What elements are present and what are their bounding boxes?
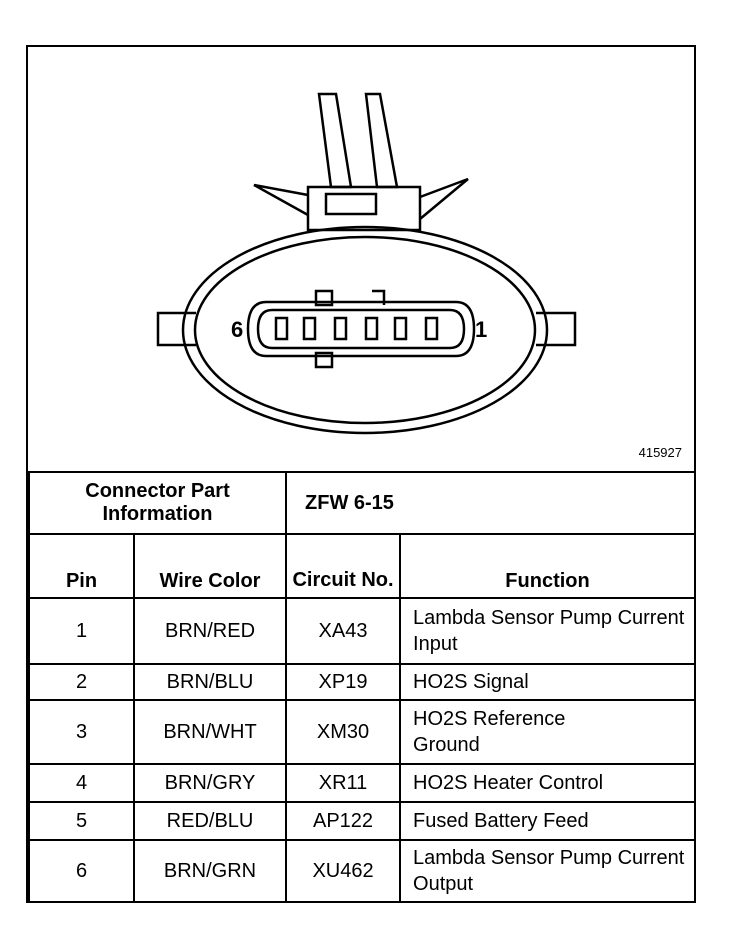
connector-outer-shell — [181, 225, 549, 435]
connector-face-drawing: 6 1 — [156, 92, 577, 435]
circuit-no-cell: XA43 — [285, 597, 402, 665]
connector-pinout-table: Connector Part Information ZFW 6-15 Pin … — [27, 471, 697, 903]
key-tab-top — [314, 289, 334, 307]
header-pin: Pin — [28, 533, 135, 599]
latch-arm-right — [364, 92, 399, 189]
pin-cell: 5 — [28, 801, 135, 841]
pin-cavity-3 — [364, 316, 379, 341]
wire-color-cell: BRN/GRN — [132, 839, 288, 903]
terminal-block — [246, 300, 476, 358]
header-circuit-no: Circuit No. — [285, 533, 402, 599]
wing-right — [419, 177, 469, 220]
pin-6-label: 6 — [231, 317, 243, 342]
header-wire-color: Wire Color — [132, 533, 288, 599]
key-tab-bottom — [314, 351, 334, 369]
wire-color-cell: BRN/BLU — [132, 663, 288, 701]
part-info-value: ZFW 6-15 — [285, 471, 697, 535]
terminal-block-inner — [256, 308, 466, 350]
pin-cell: 6 — [28, 839, 135, 903]
pin-cavity-4 — [333, 316, 348, 341]
function-cell: Fused Battery Feed — [399, 801, 697, 841]
wing-left — [253, 183, 309, 217]
pin-cavity-5 — [302, 316, 317, 341]
connector-figure: 6 1 415927 Connector Part Information ZF… — [26, 45, 697, 903]
pin-cavity-6 — [274, 316, 289, 341]
part-info-row: Connector Part Information ZFW 6-15 — [27, 471, 697, 535]
figure-number: 415927 — [638, 445, 682, 460]
header-function: Function — [399, 533, 697, 599]
table-row: 4 BRN/GRY XR11 HO2S Heater Control — [28, 763, 697, 803]
wire-color-cell: BRN/RED — [132, 597, 288, 665]
table-row: 5 RED/BLU AP122 Fused Battery Feed — [28, 801, 697, 841]
circuit-no-cell: XP19 — [285, 663, 402, 701]
pin-cavity-1 — [424, 316, 439, 341]
function-cell: Lambda Sensor Pump Current Output — [399, 839, 697, 903]
table-row: 2 BRN/BLU XP19 HO2S Signal — [28, 663, 697, 701]
part-info-label: Connector Part Information — [27, 471, 288, 535]
function-cell: HO2S Reference Ground — [399, 699, 697, 765]
pin-cell: 4 — [28, 763, 135, 803]
function-cell: Lambda Sensor Pump Current Input — [399, 597, 697, 665]
table-row: 3 BRN/WHT XM30 HO2S Reference Ground — [28, 699, 697, 765]
pin-1-label: 1 — [475, 317, 487, 342]
circuit-no-cell: XU462 — [285, 839, 402, 903]
latch-window — [324, 192, 378, 216]
circuit-no-cell: XR11 — [285, 763, 402, 803]
pin-cavity-2 — [393, 316, 408, 341]
pin-cell: 1 — [28, 597, 135, 665]
connector-diagram-panel: 6 1 415927 — [28, 47, 694, 473]
wire-color-cell: BRN/GRY — [132, 763, 288, 803]
pin-cell: 3 — [28, 699, 135, 765]
header-row: Pin Wire Color Circuit No. Function — [28, 533, 697, 599]
circuit-no-cell: XM30 — [285, 699, 402, 765]
wire-color-cell: BRN/WHT — [132, 699, 288, 765]
wire-color-cell: RED/BLU — [132, 801, 288, 841]
circuit-no-cell: AP122 — [285, 801, 402, 841]
key-ridge — [372, 289, 386, 305]
latch-arm-left — [317, 92, 353, 189]
side-tab-left — [156, 311, 196, 347]
side-tab-right — [536, 311, 577, 347]
pin-cell: 2 — [28, 663, 135, 701]
latch-housing — [306, 185, 422, 232]
function-cell: HO2S Heater Control — [399, 763, 697, 803]
table-row: 1 BRN/RED XA43 Lambda Sensor Pump Curren… — [28, 597, 697, 665]
function-cell: HO2S Signal — [399, 663, 697, 701]
table-row: 6 BRN/GRN XU462 Lambda Sensor Pump Curre… — [28, 839, 697, 903]
connector-inner-shell — [193, 235, 537, 425]
